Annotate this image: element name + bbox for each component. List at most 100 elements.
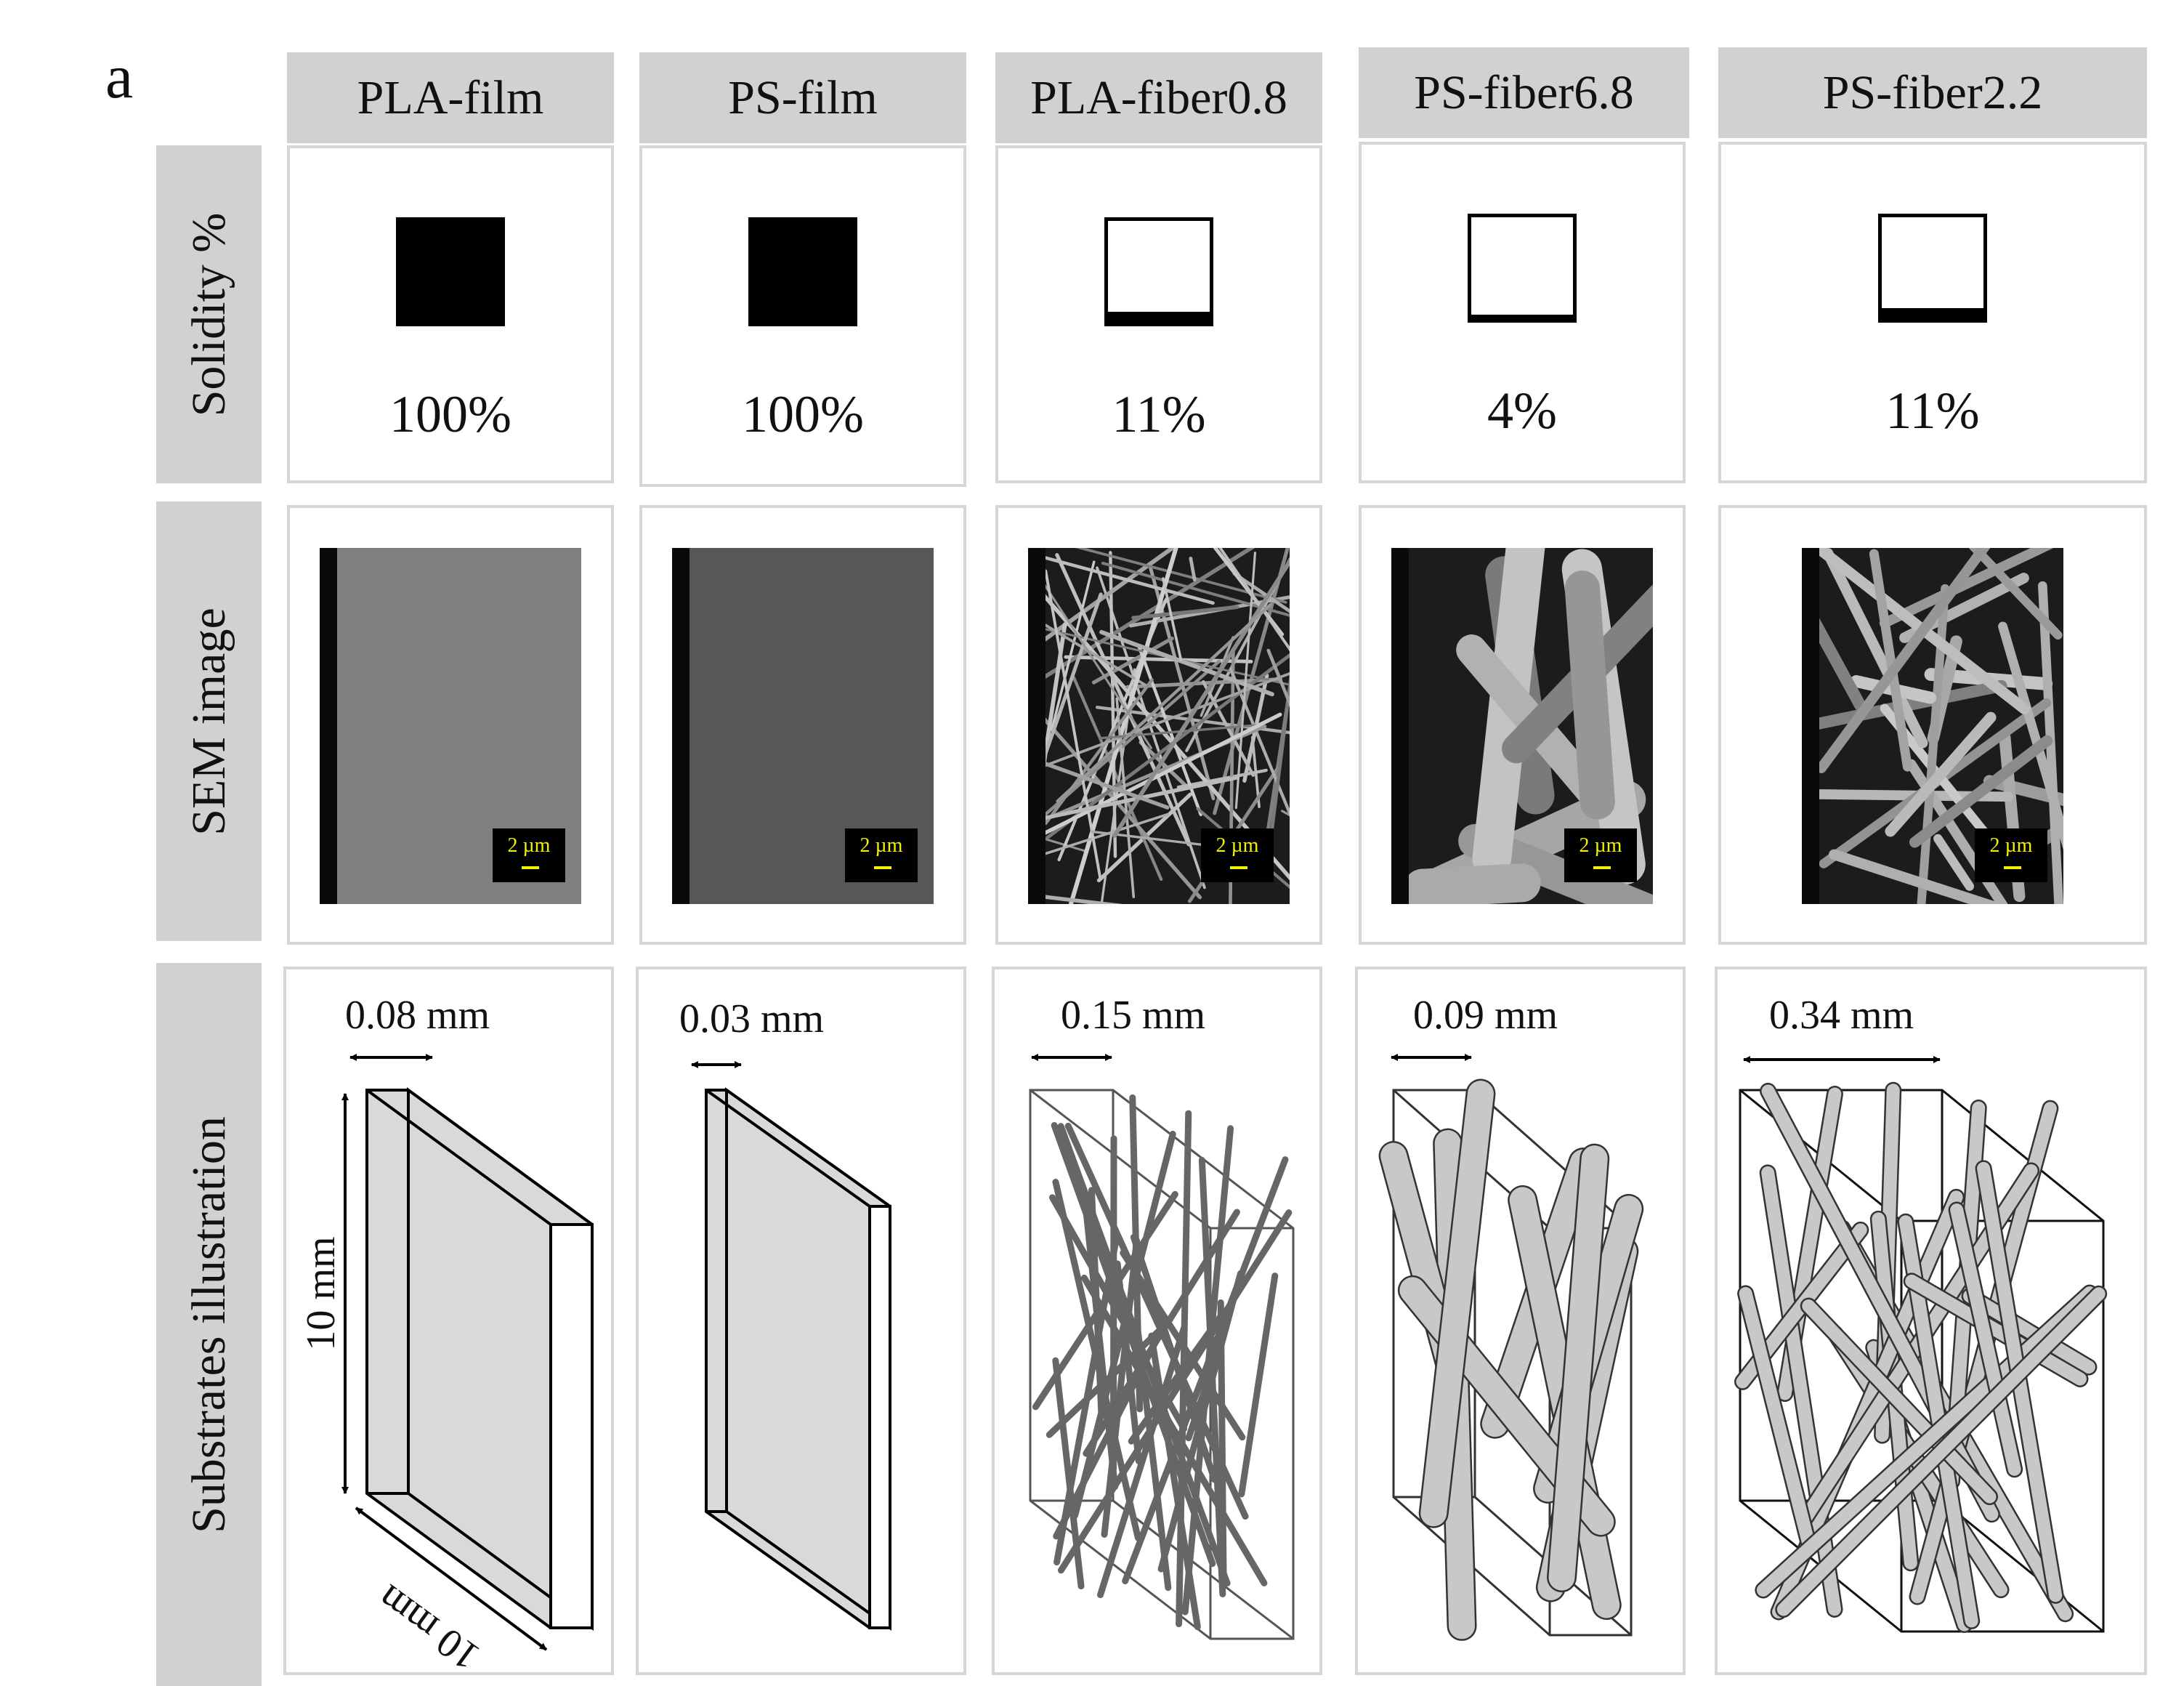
thickness-label-ps-fiber6-8: 0.09 mm — [1413, 993, 1558, 1038]
sem-fiber — [1998, 621, 2063, 850]
sem-fiber — [1189, 556, 1197, 582]
solidity-fill — [1108, 311, 1210, 323]
sem-fiber — [1040, 836, 1086, 852]
fiber-lines-pla-fiber0-8 — [1032, 1094, 1293, 1631]
sem-fiber — [1968, 548, 2063, 640]
solidity-gauge — [1104, 217, 1213, 326]
sem-fiber — [1281, 810, 1290, 817]
sem-fiber — [1218, 548, 1290, 652]
sem-info-strip — [1028, 548, 1046, 904]
sem-fiber — [1044, 678, 1154, 826]
sem-fiber — [1138, 740, 1190, 790]
sem-fiber — [1050, 560, 1096, 732]
sem-fiber — [1933, 834, 1975, 891]
sem-fiber — [1030, 775, 1239, 823]
sem-fiber — [1131, 605, 1239, 620]
sem-fiber — [1096, 566, 1206, 890]
sem-fiber — [1879, 548, 2054, 629]
solidity-cell-ps-film: 100% — [639, 145, 966, 487]
fiber — [1420, 1080, 1494, 1527]
film-illustration-pla-film — [365, 1087, 594, 1631]
fiber — [1950, 1203, 2021, 1476]
solidity-fill — [1471, 315, 1573, 319]
fiber — [1238, 1272, 1279, 1498]
fiber — [1114, 1260, 1142, 1464]
sem-cell-pla-film: 2 µm — [287, 505, 614, 945]
sem-fiber-texture — [1391, 548, 1653, 904]
column-header-ps-film: PS-film — [639, 52, 966, 143]
fiber — [1828, 1326, 2008, 1597]
sem-image-pla-film: 2 µm — [320, 548, 581, 904]
scale-bar: 2 µm — [1564, 828, 1637, 882]
thickness-label-pla-film: 0.08 mm — [345, 993, 490, 1038]
sem-fiber — [1885, 711, 1997, 837]
sem-fiber — [1869, 549, 1912, 772]
solidity-value: 11% — [1112, 385, 1206, 443]
sem-fiber — [1038, 812, 1169, 857]
sem-fiber — [1403, 863, 1541, 904]
solidity-value: 100% — [389, 385, 511, 443]
fiber — [1905, 1274, 2087, 1386]
sem-fiber — [1028, 712, 1282, 844]
sem-fiber — [1115, 697, 1136, 898]
solidity-cell-pla-fiber0-8: 11% — [995, 145, 1322, 483]
sem-fiber — [1564, 570, 1615, 820]
sem-info-strip — [320, 548, 337, 904]
sem-fiber — [1802, 586, 1866, 711]
solidity-gauge — [1468, 214, 1577, 323]
sem-image-ps-film: 2 µm — [672, 548, 934, 904]
sem-fiber — [1909, 735, 2053, 848]
fiber — [1776, 1287, 2106, 1616]
solidity-cell-pla-film: 100% — [287, 145, 614, 483]
sem-cell-ps-film: 2 µm — [639, 505, 966, 945]
column-header-pla-fiber0-8: PLA-fiber0.8 — [995, 52, 1322, 143]
sem-fiber — [1072, 675, 1163, 882]
sem-fiber — [2038, 581, 2063, 904]
scale-bar: 2 µm — [1201, 828, 1274, 882]
height-label: 10 mm — [299, 1236, 344, 1350]
fiber — [1097, 1324, 1188, 1599]
sem-fiber — [1055, 553, 1191, 847]
sem-fiber — [1822, 548, 1928, 749]
sem-fiber — [1095, 706, 1290, 735]
thickness-label-pla-fiber0-8: 0.15 mm — [1061, 993, 1205, 1038]
sem-fiber — [1234, 552, 1257, 810]
fiber — [1057, 1209, 1293, 1574]
fiber — [1128, 1312, 1225, 1445]
sem-fiber — [1112, 557, 1290, 838]
panel-letter: a — [105, 41, 134, 111]
sem-cell-ps-fiber2-2: 2 µm — [1718, 505, 2147, 945]
fiber — [1802, 1299, 1997, 1504]
row-label-solidity: Solidity % — [156, 145, 262, 483]
row-label-substrates-illustration: Substrates illustration — [156, 963, 262, 1686]
solidity-value: 100% — [742, 385, 864, 443]
solidity-gauge — [1878, 214, 1987, 323]
fiber-rods-ps-fiber2-2 — [1734, 1081, 2108, 1634]
sem-info-strip — [1802, 548, 1819, 904]
fiber — [1072, 1131, 1176, 1519]
width-arrow — [355, 1506, 548, 1651]
fiber — [1756, 1286, 2097, 1597]
fiber — [1120, 1249, 1246, 1441]
fiber-cylinders-ps-fiber6-8 — [1378, 1078, 1644, 1641]
sem-fiber — [1266, 648, 1290, 708]
thickness-label-ps-fiber2-2: 0.34 mm — [1769, 993, 1914, 1038]
sem-fiber — [1816, 548, 1991, 774]
sem-fiber — [1068, 548, 1178, 904]
solidity-fill — [400, 221, 501, 323]
sem-fiber — [1268, 673, 1290, 848]
solidity-fill — [1882, 307, 1983, 319]
fiber — [1122, 1156, 1289, 1584]
fiber — [1048, 1194, 1188, 1432]
sem-fiber — [1162, 577, 1183, 661]
fiber — [1963, 1289, 2095, 1374]
sem-image-ps-fiber2-2: 2 µm — [1802, 548, 2063, 904]
column-header-ps-fiber6-8: PS-fiber6.8 — [1359, 47, 1689, 138]
fiber — [1548, 1145, 1608, 1591]
fiber — [1157, 1270, 1244, 1573]
solidity-value: 11% — [1885, 382, 1980, 440]
scale-bar: 2 µm — [1975, 828, 2047, 882]
row-label-sem-image: SEM image — [156, 501, 262, 941]
sem-fiber — [1039, 554, 1215, 605]
fiber — [1130, 1233, 1218, 1483]
